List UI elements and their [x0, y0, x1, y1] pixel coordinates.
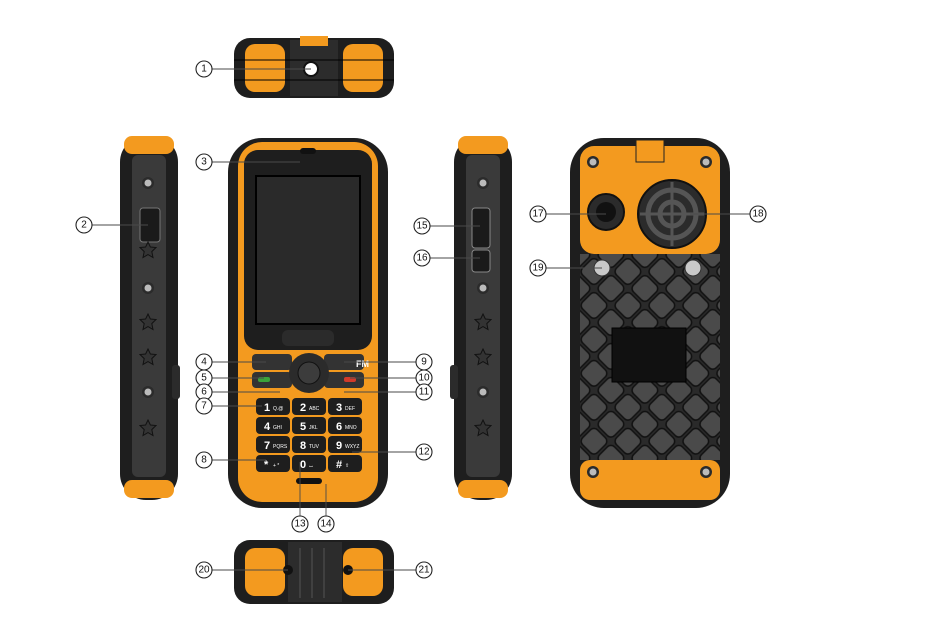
memory-card-slot — [471, 249, 491, 273]
svg-text:18: 18 — [752, 209, 764, 220]
battery-cover-label — [611, 327, 687, 383]
key-digit: 2 — [300, 402, 306, 414]
svg-text:17: 17 — [532, 209, 544, 220]
svg-text:20: 20 — [198, 565, 210, 576]
key-digit: 7 — [264, 440, 270, 452]
microphone — [296, 478, 322, 484]
leader-lines — [92, 68, 750, 571]
callout-7: 7 — [195, 397, 213, 415]
svg-text:10: 10 — [418, 373, 430, 384]
svg-text:11: 11 — [419, 387, 430, 398]
callout-20: 20 — [195, 561, 213, 579]
key-letters: TUV — [309, 444, 320, 450]
svg-text:1: 1 — [201, 64, 207, 75]
callout-19: 19 — [529, 259, 547, 277]
key-letters: GHI — [273, 425, 282, 431]
left-side-view — [120, 136, 180, 500]
callout-8: 8 — [195, 451, 213, 469]
callout-17: 17 — [529, 205, 547, 223]
key-0[interactable]: 0⌴ — [292, 455, 326, 472]
svg-text:21: 21 — [418, 565, 430, 576]
key-letters: WXYZ — [345, 444, 359, 450]
key-star[interactable]: * + * — [256, 455, 290, 472]
key-digit: # — [336, 459, 342, 471]
callout-12: 12 — [415, 443, 433, 461]
key-digit: 1 — [264, 402, 270, 414]
svg-text:6: 6 — [201, 387, 207, 398]
back-view — [570, 138, 730, 508]
svg-text:14: 14 — [320, 519, 332, 530]
callouts: 1 2 3 4 5 6 7 8 9 10 11 12 13 14 15 16 1… — [75, 60, 767, 579]
key-letters: ⇧ — [345, 463, 349, 469]
svg-text:2: 2 — [81, 220, 87, 231]
key-letters: ABC — [309, 406, 320, 412]
svg-text:16: 16 — [416, 253, 428, 264]
side-button[interactable] — [450, 365, 458, 399]
svg-text:19: 19 — [532, 263, 544, 274]
key-digit: 8 — [300, 440, 306, 452]
camera-lens — [596, 202, 616, 222]
callout-15: 15 — [413, 217, 431, 235]
svg-text:4: 4 — [201, 357, 207, 368]
display-screen — [255, 175, 361, 325]
key-digit: 4 — [264, 421, 271, 433]
svg-text:13: 13 — [294, 519, 306, 530]
ok-key[interactable] — [297, 361, 321, 385]
callout-21: 21 — [415, 561, 433, 579]
callout-4: 4 — [195, 353, 213, 371]
svg-text:7: 7 — [201, 401, 207, 412]
back-screw-right — [684, 259, 702, 277]
key-letters: Q.@ — [273, 406, 283, 412]
fm-label: FM — [356, 359, 369, 369]
key-digit: * — [264, 459, 269, 471]
svg-text:3: 3 — [201, 157, 207, 168]
callout-1: 1 — [195, 60, 213, 78]
key-digit: 5 — [300, 421, 306, 433]
key-letters: MNO — [345, 425, 357, 431]
key-letters: JKL — [309, 425, 318, 431]
svg-text:15: 15 — [416, 221, 428, 232]
callout-2: 2 — [75, 216, 93, 234]
sim-slot — [471, 207, 491, 249]
callout-16: 16 — [413, 249, 431, 267]
callout-18: 18 — [749, 205, 767, 223]
svg-text:12: 12 — [418, 447, 430, 458]
key-letters: PQRS — [273, 444, 288, 450]
call-key[interactable] — [252, 372, 292, 388]
svg-text:8: 8 — [201, 455, 207, 466]
bottom-view — [234, 540, 394, 604]
svg-text:5: 5 — [201, 373, 207, 384]
key-digit: 9 — [336, 440, 342, 452]
key-letters: ⌴ — [309, 463, 313, 469]
key-letters: DEF — [345, 406, 355, 412]
svg-text:9: 9 — [421, 357, 427, 368]
key-letters: + * — [273, 463, 279, 469]
top-view — [234, 36, 394, 98]
right-side-view — [450, 136, 512, 500]
key-digit: 6 — [336, 421, 342, 433]
key-hash[interactable]: #⇧ — [328, 455, 362, 472]
earpiece — [300, 148, 316, 154]
callout-14: 14 — [317, 515, 335, 533]
callout-9: 9 — [415, 353, 433, 371]
key-digit: 3 — [336, 402, 342, 414]
callout-11: 11 — [415, 383, 433, 401]
key-digit: 0 — [300, 459, 306, 471]
callout-3: 3 — [195, 153, 213, 171]
left-soft-key[interactable] — [252, 354, 292, 370]
callout-10: 10 — [415, 369, 433, 387]
callout-13: 13 — [291, 515, 309, 533]
